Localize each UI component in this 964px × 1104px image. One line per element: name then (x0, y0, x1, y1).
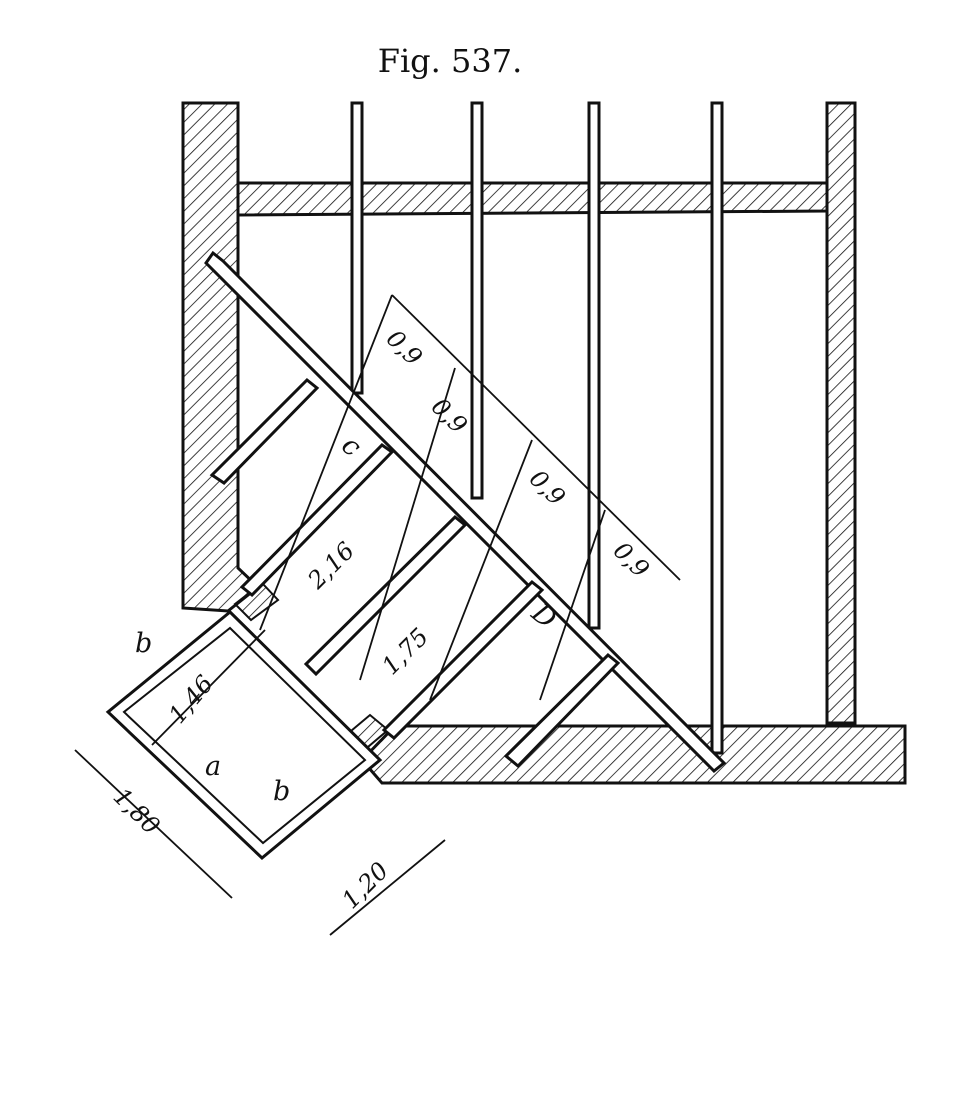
dim-09-1: 0,9 (381, 324, 428, 371)
figure-title: Fig. 537. (378, 42, 523, 80)
box-a-inner (122, 626, 367, 845)
dim-09-4: 0,9 (608, 536, 655, 583)
label-a: a (205, 751, 221, 782)
dim-line-146 (151, 629, 266, 746)
bottom-wall (359, 724, 907, 785)
dim-216: 2,16 (302, 537, 360, 595)
frame-rail-upper (239, 443, 395, 598)
vertical-bar-3 (587, 101, 601, 630)
left-wall (181, 101, 261, 613)
right-wall (825, 101, 857, 725)
dim-line-09-b (359, 367, 456, 681)
dim-line-09-a (259, 294, 393, 631)
label-b-upper: b (135, 628, 152, 659)
cross-beam-3 (503, 652, 621, 769)
dim-line-09-d (539, 509, 606, 701)
dim-line-180 (74, 749, 233, 899)
box-a-outer (105, 609, 383, 861)
dim-line-120 (329, 839, 446, 936)
vertical-bar-1 (350, 101, 364, 395)
vertical-bar-2 (470, 101, 484, 500)
dim-180: 1,80 (108, 782, 166, 840)
dim-line-09-c (429, 439, 533, 701)
vertical-bars (350, 101, 724, 755)
frame-rail-lower (381, 579, 545, 741)
dimension-lines (74, 294, 681, 936)
dim-09-2: 0,9 (426, 392, 473, 439)
box-a (105, 609, 383, 861)
vertical-bar-4 (710, 101, 724, 755)
label-b-lower: b (273, 776, 290, 807)
top-wall (236, 181, 829, 217)
label-c: c (336, 430, 368, 463)
diagonal-main-beam (204, 250, 727, 774)
dim-line-09-chain (391, 294, 681, 581)
dim-175: 1,75 (376, 623, 434, 681)
cross-beam-1 (209, 377, 320, 485)
dim-09-3: 0,9 (524, 464, 571, 511)
wall-masonry (181, 101, 907, 785)
